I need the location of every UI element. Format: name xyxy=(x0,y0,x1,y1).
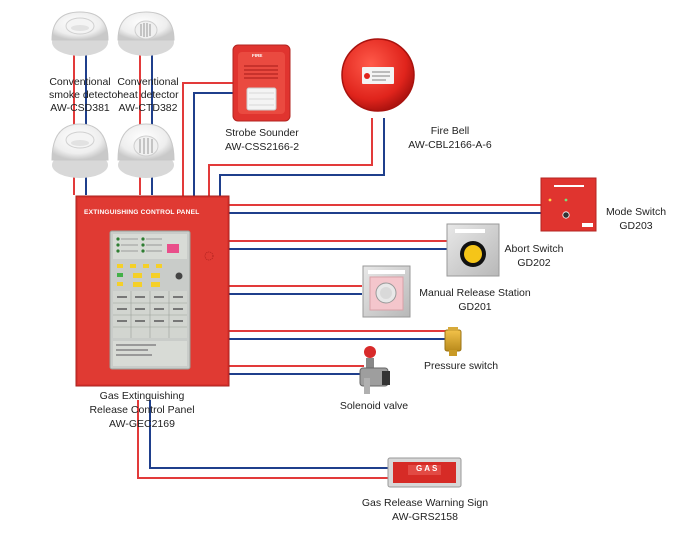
strobe-sounder-model: AW-CSS2166-2 xyxy=(224,140,300,153)
wire-positive xyxy=(137,400,390,479)
strobe-sounder-label: Strobe Sounder AW-CSS2166-2 xyxy=(216,127,308,154)
smoke-detector-icon xyxy=(51,11,109,56)
panel-face-title: EXTINGUISHING CONTROL PANEL xyxy=(84,209,200,216)
heat-detector-line1: Conventional xyxy=(117,76,179,88)
mode-switch-model: GD203 xyxy=(619,219,653,232)
control-panel-model: AW-GEC2169 xyxy=(109,418,175,430)
smoke-detector-model: AW-CSD381 xyxy=(50,102,110,114)
solenoid-valve-label: Solenoid valve xyxy=(339,400,409,412)
manual-release-label: Manual Release Station GD201 xyxy=(412,287,538,314)
warning-sign-name: Gas Release Warning Sign xyxy=(361,497,489,509)
control-panel-line1: Gas Extinguishing xyxy=(99,390,185,402)
pressure-switch-icon xyxy=(444,327,462,356)
heat-detector-label: Conventional heat detector AW-CTD382 xyxy=(117,76,179,115)
warning-sign-label: Gas Release Warning Sign AW-GRS2158 xyxy=(350,496,500,524)
pressure-switch-label: Pressure switch xyxy=(423,360,499,372)
fire-bell-model: AW-CBL2166-A-6 xyxy=(408,138,492,151)
abort-switch-label: Abort Switch GD202 xyxy=(497,243,571,270)
heat-detector-icon xyxy=(117,123,175,178)
control-panel-line2: Release Control Panel xyxy=(89,404,195,416)
smoke-detector-icon xyxy=(51,123,109,178)
control-panel-label: Gas Extinguishing Release Control Panel … xyxy=(86,389,198,431)
warning-sign-model: AW-GRS2158 xyxy=(392,511,458,523)
control-panel-icon xyxy=(75,195,230,387)
wire-positive xyxy=(182,82,233,196)
strobe-sounder-icon xyxy=(232,44,291,122)
abort-switch-model: GD202 xyxy=(517,256,551,269)
manual-release-name: Manual Release Station xyxy=(419,287,531,299)
wire-negative xyxy=(149,400,390,469)
mode-switch-label: Mode Switch GD203 xyxy=(596,206,676,233)
fire-bell-name: Fire Bell xyxy=(430,125,470,137)
abort-switch-name: Abort Switch xyxy=(504,243,564,255)
warning-sign-icon xyxy=(387,457,462,488)
wires xyxy=(73,45,545,479)
smoke-detector-line2: smoke detector xyxy=(49,89,121,101)
manual-release-model: GD201 xyxy=(458,300,492,313)
heat-detector-icon xyxy=(117,11,175,56)
mode-switch-icon xyxy=(540,177,597,232)
manual-release-icon xyxy=(362,265,411,318)
fire-bell-label: Fire Bell AW-CBL2166-A-6 xyxy=(402,125,498,152)
warning-sign-face-text: GAS xyxy=(416,464,440,473)
wire-positive xyxy=(208,118,373,196)
wire-negative xyxy=(219,118,385,196)
smoke-detector-line1: Conventional xyxy=(49,76,111,88)
abort-switch-icon xyxy=(446,223,500,277)
strobe-sounder-name: Strobe Sounder xyxy=(225,127,299,139)
smoke-detector-label: Conventional smoke detector AW-CSD381 xyxy=(49,76,121,115)
mode-switch-name: Mode Switch xyxy=(605,206,667,218)
wire-negative xyxy=(193,92,233,196)
heat-detector-model: AW-CTD382 xyxy=(118,102,178,114)
solenoid-valve-icon xyxy=(359,346,390,394)
fire-bell-icon xyxy=(341,38,415,112)
heat-detector-line2: heat detector xyxy=(117,89,179,101)
strobe-sounder-face-text: FIRE xyxy=(252,53,263,58)
